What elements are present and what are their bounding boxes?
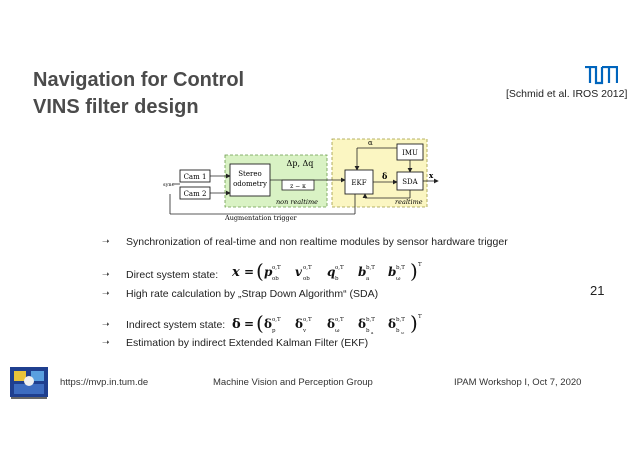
svg-text:p: p: [264, 265, 273, 279]
alpha-label: α: [368, 139, 373, 147]
svg-text:v: v: [302, 328, 307, 334]
svg-text:=: =: [244, 317, 254, 331]
svg-text:): ): [410, 311, 418, 335]
svg-text:ω: ω: [396, 276, 401, 282]
delta-pq-label: Δp, Δq: [287, 159, 314, 168]
svg-text:b: b: [335, 276, 339, 282]
svg-text:(: (: [256, 311, 264, 335]
svg-text:): ): [410, 259, 418, 283]
svg-text:b,T: b,T: [366, 265, 375, 271]
sda-label: SDA: [402, 178, 418, 186]
svg-text:o,T: o,T: [335, 265, 344, 271]
svg-text:o,T: o,T: [272, 265, 281, 271]
mvp-group-logo-icon: [10, 367, 48, 399]
imu-label: IMU: [402, 149, 418, 157]
page-number: 21: [590, 283, 605, 298]
delta-label: δ: [382, 171, 388, 181]
bullet-text: Direct system state:: [126, 269, 219, 281]
svg-text:δ: δ: [264, 317, 272, 331]
slide-title-line1: Navigation for Control: [33, 69, 245, 91]
cam1-label: Cam 1: [184, 173, 207, 181]
bullet-arrow-icon: ➝: [102, 319, 110, 329]
bullet-text: Synchronization of real-time and non rea…: [126, 236, 508, 248]
slide-title-line2: VINS filter design: [33, 96, 199, 118]
svg-text:(: (: [256, 259, 264, 283]
footer-group: Machine Vision and Perception Group: [213, 377, 373, 388]
cam2-label: Cam 2: [184, 190, 207, 198]
svg-text:o,T: o,T: [272, 317, 281, 323]
svg-text:b,T: b,T: [366, 317, 375, 323]
svg-text:ob: ob: [272, 276, 279, 282]
svg-text:δ: δ: [295, 317, 303, 331]
z-kappa-label: z − κ: [290, 183, 306, 190]
svg-text:b,T: b,T: [396, 317, 405, 323]
augmentation-trigger-label: Augmentation trigger: [224, 214, 298, 222]
svg-text:T: T: [418, 314, 422, 320]
footer-event: IPAM Workshop I, Oct 7, 2020: [454, 377, 582, 388]
bullet-text: Estimation by indirect Extended Kalman F…: [126, 337, 369, 349]
svg-text:v: v: [295, 265, 303, 279]
svg-text:a: a: [371, 330, 374, 335]
svg-text:δ: δ: [327, 317, 335, 331]
svg-text:q: q: [327, 265, 335, 279]
svg-text:p: p: [272, 328, 276, 334]
svg-text:x: x: [232, 265, 240, 280]
svg-text:o,T: o,T: [303, 317, 312, 323]
svg-text:δ: δ: [388, 317, 396, 331]
svg-text:o,T: o,T: [335, 317, 344, 323]
svg-text:b,T: b,T: [396, 265, 405, 271]
sync-label: sync: [163, 182, 175, 188]
bullet-arrow-icon: ➝: [102, 337, 110, 347]
svg-text:b: b: [396, 328, 400, 334]
svg-text:ω: ω: [335, 328, 340, 334]
bullet-arrow-icon: ➝: [102, 236, 110, 246]
x-output-label: x: [429, 171, 434, 180]
stereo-label-2: odometry: [233, 180, 267, 188]
svg-text:b: b: [388, 265, 396, 279]
svg-text:ob: ob: [303, 276, 310, 282]
svg-text:o,T: o,T: [303, 265, 312, 271]
stereo-odometry-box: [229, 163, 271, 197]
citation: [Schmid et al. IROS 2012]: [506, 88, 628, 100]
vins-filter-diagram: sync Cam 1 Cam 2 Stereo odometry Δp, Δq …: [163, 138, 439, 222]
bullet-text: High rate calculation by „Strap Down Alg…: [126, 288, 379, 300]
svg-text:δ: δ: [232, 317, 241, 332]
indirect-state-equation: δ = ( δ o,T p δ o,T v δ o,T ω δ b,T b a …: [232, 311, 422, 335]
ekf-box: [344, 169, 374, 195]
stereo-label-1: Stereo: [238, 170, 261, 178]
slide-title: Navigation for Control VINS filter desig…: [33, 67, 244, 121]
svg-text:ω: ω: [401, 330, 405, 335]
svg-text:δ: δ: [358, 317, 366, 331]
non-realtime-label: non realtime: [276, 198, 318, 206]
bullet-arrow-icon: ➝: [102, 288, 110, 298]
svg-text:=: =: [244, 265, 254, 279]
svg-text:b: b: [366, 328, 370, 334]
svg-text:b: b: [358, 265, 366, 279]
direct-state-equation: x = ( p o,T ob v o,T ob q o,T b b b,T a …: [232, 259, 422, 283]
svg-text:a: a: [366, 276, 370, 282]
realtime-label: realtime: [395, 198, 423, 206]
bullet-text: Indirect system state:: [126, 319, 226, 331]
bullet-arrow-icon: ➝: [102, 269, 110, 279]
footer-url: https://mvp.in.tum.de: [60, 377, 149, 388]
ekf-label: EKF: [351, 179, 366, 187]
svg-text:T: T: [418, 262, 422, 268]
tum-logo-icon: [585, 66, 618, 85]
